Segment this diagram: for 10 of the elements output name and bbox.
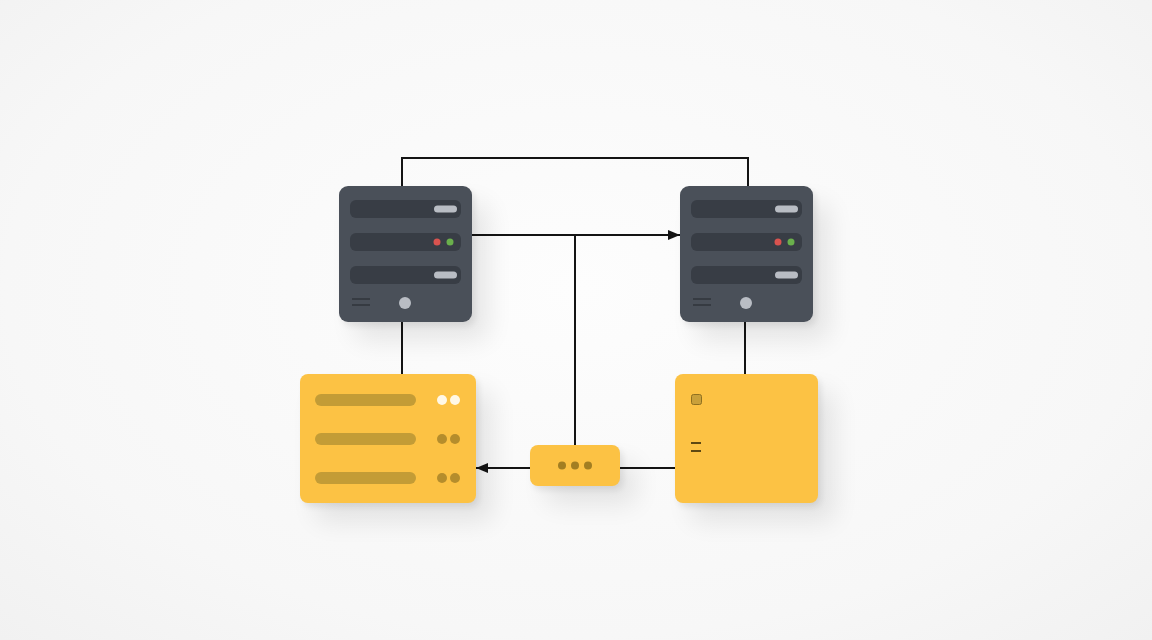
connector-line — [471, 234, 576, 446]
server-unit — [339, 186, 472, 322]
connector-line — [619, 467, 676, 469]
connector-line — [744, 321, 746, 375]
connector-line — [401, 157, 749, 187]
arrow — [475, 463, 531, 473]
dots-card — [530, 445, 620, 486]
card — [675, 374, 818, 503]
connector-line — [401, 321, 403, 375]
server-unit — [680, 186, 813, 322]
